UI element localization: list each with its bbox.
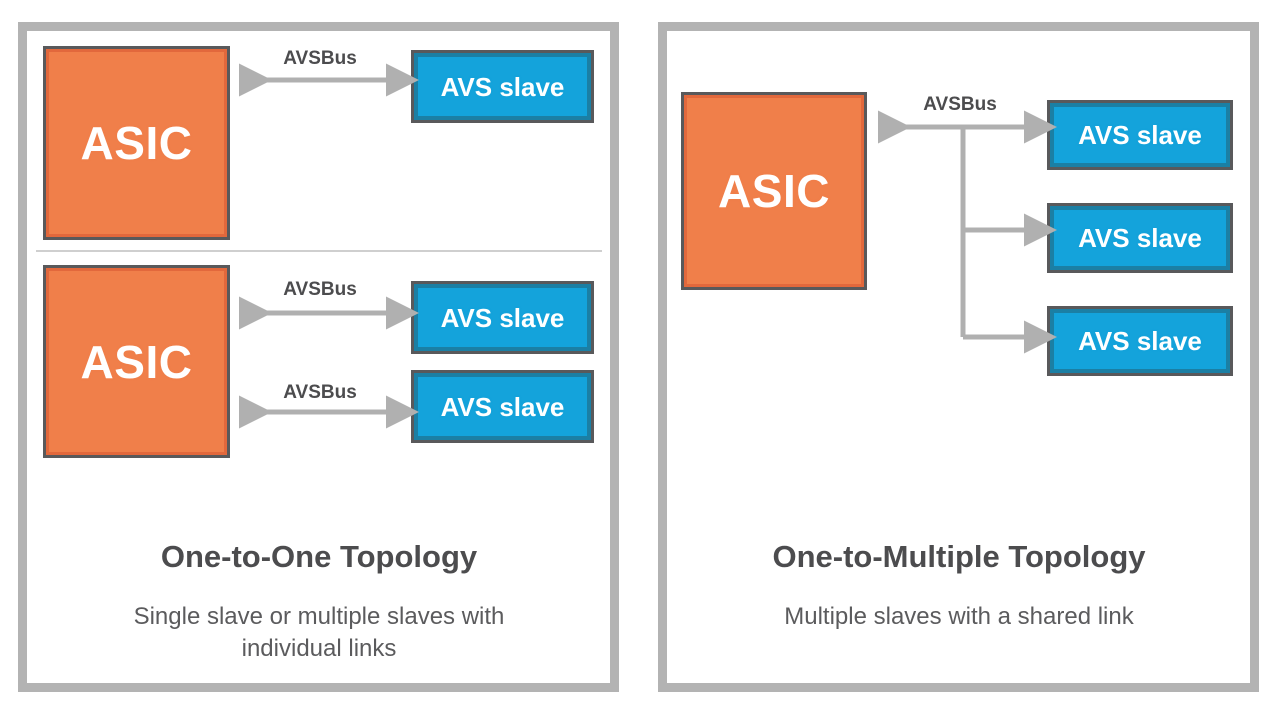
topology-title-right: One-to-Multiple Topology (772, 539, 1146, 574)
topology-title-left: One-to-One Topology (160, 539, 478, 574)
topology-subtitle-line-1: Single slave or multiple slaves with (133, 603, 505, 630)
topology-subtitle-right: Multiple slaves with a shared link (784, 603, 1134, 630)
avs-slave-block-2: AVS slave (411, 281, 594, 354)
asic-block-1: ASIC (41, 44, 232, 242)
avs-slave-label: AVS slave (440, 71, 565, 102)
avs-slave-label: AVS slave (440, 391, 565, 422)
topology-subtitle-left: Single slave or multiple slaves with ind… (56, 601, 582, 666)
bus-label-2: AVSBus (283, 279, 357, 300)
avs-slave-label: AVS slave (1078, 326, 1202, 356)
avs-slave-block-1: AVS slave (411, 50, 594, 123)
avs-slave-label: AVS slave (1078, 120, 1202, 150)
avs-slave-block-3: AVS slave (411, 370, 594, 443)
avs-slave-block-6: AVS slave (1047, 306, 1233, 376)
avs-slave-label: AVS slave (1078, 223, 1202, 253)
avs-slave-block-4: AVS slave (1047, 100, 1233, 170)
bus-label-shared: AVSBus (923, 94, 997, 115)
bus-label-3: AVSBus (283, 382, 357, 403)
asic-label: ASIC (80, 117, 193, 169)
asic-label: ASIC (718, 165, 830, 217)
topology-subtitle-line-2: individual links (241, 635, 397, 663)
asic-label: ASIC (80, 335, 193, 388)
asic-block-2: ASIC (41, 263, 232, 460)
asic-block-3: ASIC (679, 90, 869, 292)
avs-slave-block-5: AVS slave (1047, 203, 1233, 273)
bus-label-1: AVSBus (283, 48, 357, 69)
avs-slave-label: AVS slave (440, 302, 565, 333)
panel-left-divider (36, 250, 602, 252)
